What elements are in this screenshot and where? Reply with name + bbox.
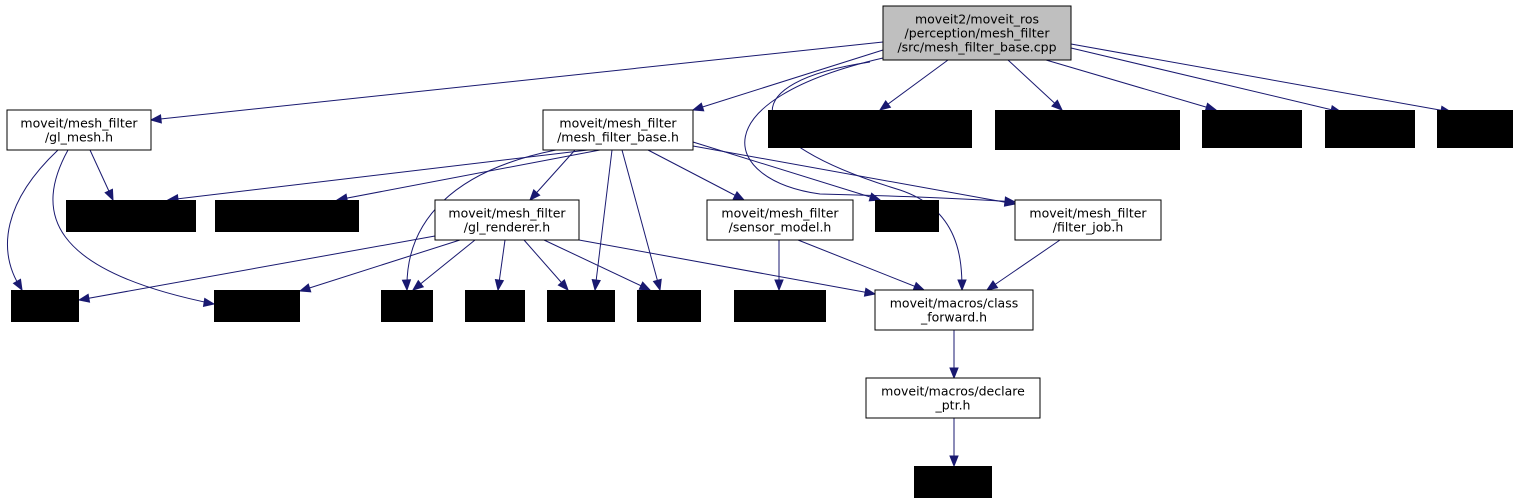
node-class-forward[interactable]: moveit/macros/class_forward.h xyxy=(874,289,1034,331)
node-mutex: mutex xyxy=(637,290,701,322)
node-gl-h-label-line: GL/gl.h xyxy=(23,299,67,314)
node-thread: thread xyxy=(547,290,615,322)
edge-mesh_filter_base-to-gl_renderer xyxy=(529,149,576,202)
node-sstream-label-line: sstream xyxy=(1450,122,1500,137)
node-queue: queue xyxy=(875,200,939,232)
node-mesh-filter-base-label-line: /mesh_filter_base.h xyxy=(557,130,679,145)
edge-main-to-eigen xyxy=(1045,59,1218,112)
node-memory-label-line: memory xyxy=(927,475,980,490)
node-thread-label-line: thread xyxy=(561,299,602,314)
node-declare-ptr-label-line: _ptr.h xyxy=(935,398,971,413)
edge-mesh_filter_base-to-mutex xyxy=(621,149,662,292)
edge-gl_mesh-to-glew xyxy=(52,149,216,308)
edge-filter_job-to-class_forward xyxy=(985,239,1061,291)
node-eigen: Eigen/Eigen xyxy=(1202,110,1302,148)
nodes-layer: moveit2/moveit_ros/perception/mesh_filte… xyxy=(6,5,1513,498)
node-gl-mesh-label-line: /gl_mesh.h xyxy=(45,130,113,145)
edge-main-to-stdexcept xyxy=(1070,47,1343,115)
node-stdexcept: stdexcept xyxy=(1325,110,1415,148)
edge-gl_renderer-to-thread xyxy=(523,239,569,292)
edge-mesh_filter_base-to-filter_job xyxy=(692,145,1017,207)
node-sensor-model[interactable]: moveit/mesh_filter/sensor_model.h xyxy=(706,199,854,241)
node-stdexcept-label-line: stdexcept xyxy=(1339,122,1400,137)
node-filter-job-label-line: /filter_job.h xyxy=(1053,220,1124,235)
node-gl-mesh-label-line: moveit/mesh_filter xyxy=(20,116,138,131)
node-queue-label-line: queue xyxy=(887,209,926,224)
edges-layer xyxy=(7,41,1453,468)
edge-sensor_model-to-eigen_core xyxy=(774,240,784,292)
node-shapes: geometric_shapes/shapes.h xyxy=(768,110,972,148)
node-gl-h: GL/gl.h xyxy=(11,290,79,322)
node-string: string xyxy=(465,290,525,322)
edge-main-to-gl_mesh xyxy=(149,41,884,124)
node-filter-job-label-line: moveit/mesh_filter xyxy=(1029,206,1147,221)
node-gl-renderer-label-line: /gl_renderer.h xyxy=(464,220,550,235)
node-gl-renderer[interactable]: moveit/mesh_filter/gl_renderer.h xyxy=(434,199,580,241)
edge-gl_renderer-to-glew xyxy=(298,239,461,293)
edge-gl_renderer-to-string xyxy=(494,239,506,292)
node-glew: GL/glew.h xyxy=(214,290,300,322)
node-main[interactable]: moveit2/moveit_ros/perception/mesh_filte… xyxy=(882,5,1072,61)
node-class-forward-label-line: moveit/macros/class xyxy=(890,296,1018,311)
node-eigen-label-line: Eigen/Eigen xyxy=(1215,122,1289,137)
node-shape-ops-label-line: geometric_shapes/shape xyxy=(1010,116,1166,131)
node-gl-renderer-label-line: moveit/mesh_filter xyxy=(448,206,566,221)
edge-gl_renderer-to-gl_h xyxy=(77,235,436,303)
node-declare-ptr-label-line: moveit/macros/declare xyxy=(881,384,1025,399)
node-declare-ptr[interactable]: moveit/macros/declare_ptr.h xyxy=(865,377,1041,419)
node-gl-mesh[interactable]: moveit/mesh_filter/gl_mesh.h xyxy=(6,109,152,151)
edge-class_forward-to-declare_ptr xyxy=(949,330,959,380)
node-eigen-geometry-label-line: Eigen/Geometry xyxy=(80,209,182,224)
node-eigen-geometry: Eigen/Geometry xyxy=(66,200,196,232)
node-map-label-line: map xyxy=(393,299,421,314)
edge-gl_renderer-to-map xyxy=(411,239,476,291)
node-map: map xyxy=(381,290,433,322)
node-condition-variable-label-line: condition_variable xyxy=(230,209,345,224)
edge-gl_mesh-to-eigen_geometry xyxy=(89,149,114,202)
node-string-label-line: string xyxy=(477,299,513,314)
node-glew-label-line: GL/glew.h xyxy=(227,299,288,314)
edge-gl_renderer-to-class_forward xyxy=(578,239,877,297)
node-shapes-label-line: geometric_shapes/shapes.h xyxy=(783,122,957,137)
node-memory: memory xyxy=(914,466,992,498)
node-eigen-core: Eigen/Core xyxy=(734,290,826,322)
node-sensor-model-label-line: /sensor_model.h xyxy=(729,220,832,235)
node-mesh-filter-base-label-line: moveit/mesh_filter xyxy=(559,116,677,131)
edge-main-to-shape_ops xyxy=(1007,59,1063,111)
edge-main-to-mesh_filter_base xyxy=(691,49,884,112)
node-eigen-core-label-line: Eigen/Core xyxy=(746,299,814,314)
edge-mesh_filter_base-to-thread xyxy=(591,149,613,292)
node-shape-ops: geometric_shapes/shape_operations.h xyxy=(995,110,1180,150)
edge-gl_renderer-to-mutex xyxy=(543,239,652,291)
edge-declare_ptr-to-memory xyxy=(949,418,959,468)
node-class-forward-label-line: _forward.h xyxy=(920,310,987,325)
node-main-label-line: /src/mesh_filter_base.cpp xyxy=(897,40,1056,55)
edge-main-to-class_forward xyxy=(771,61,967,292)
node-main-label-line: /perception/mesh_filter xyxy=(905,26,1051,41)
node-mutex-label-line: mutex xyxy=(649,299,689,314)
edge-main-to-shapes xyxy=(878,59,949,111)
edge-mesh_filter_base-to-condition_variable xyxy=(335,149,601,203)
node-mesh-filter-base[interactable]: moveit/mesh_filter/mesh_filter_base.h xyxy=(542,109,694,151)
edge-sensor_model-to-class_forward xyxy=(797,239,926,291)
node-shape-ops-label-line: _operations.h xyxy=(1044,130,1130,145)
edge-mesh_filter_base-to-sensor_model xyxy=(647,149,746,201)
edge-main-to-sstream xyxy=(1070,43,1453,115)
node-sstream: sstream xyxy=(1437,110,1513,148)
node-sensor-model-label-line: moveit/mesh_filter xyxy=(721,206,839,221)
node-filter-job[interactable]: moveit/mesh_filter/filter_job.h xyxy=(1014,199,1162,241)
node-main-label-line: moveit2/moveit_ros xyxy=(915,12,1039,27)
node-condition-variable: condition_variable xyxy=(215,200,359,232)
edge-gl_mesh-to-gl_h xyxy=(7,149,59,292)
